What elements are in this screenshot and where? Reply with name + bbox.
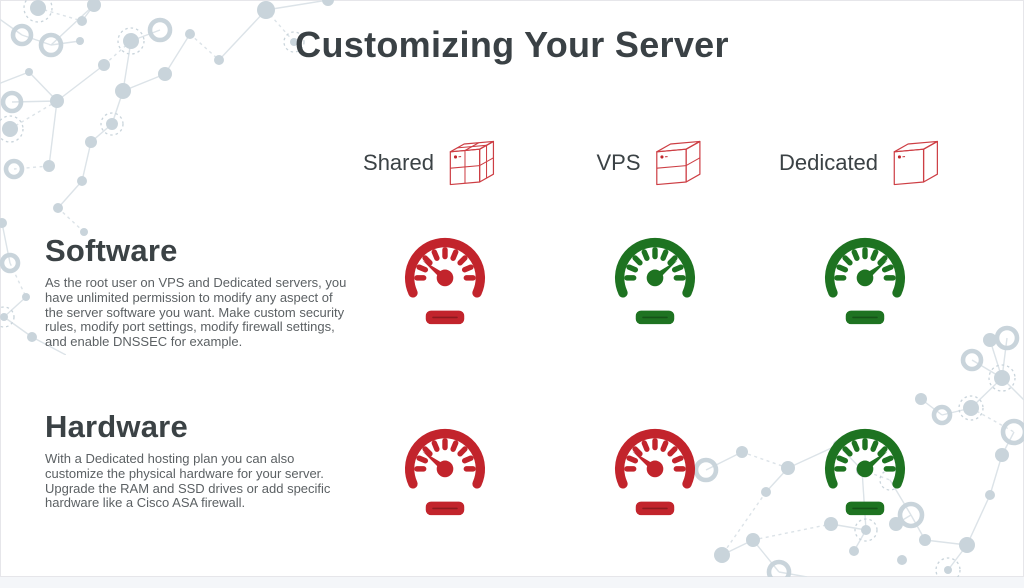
column-label-shared: Shared bbox=[363, 150, 434, 175]
software-shared-speedometer-icon bbox=[393, 229, 497, 333]
hardware-dedicated-speedometer-icon bbox=[813, 420, 917, 524]
column-header-shared: Shared bbox=[363, 133, 497, 193]
hardware-vps-speedometer-icon bbox=[603, 420, 707, 524]
software-dedicated-speedometer-icon bbox=[813, 229, 917, 333]
software-section: Software As the root user on VPS and Ded… bbox=[45, 233, 361, 350]
hardware-heading: Hardware bbox=[45, 409, 188, 444]
column-label-dedicated: Dedicated bbox=[778, 150, 879, 175]
hardware-description: With a Dedicated hosting plan you can al… bbox=[45, 451, 331, 511]
shared-cube-icon bbox=[445, 138, 497, 188]
hardware-section: Hardware With a Dedicated hosting plan y… bbox=[45, 409, 361, 511]
column-header-vps: VPS bbox=[596, 133, 703, 193]
column-label-vps: VPS bbox=[596, 150, 641, 175]
software-vps-speedometer-icon bbox=[603, 229, 707, 333]
page-title: Customizing Your Server bbox=[295, 24, 729, 65]
dedicated-cube-icon bbox=[889, 138, 941, 188]
hardware-shared-speedometer-icon bbox=[393, 420, 497, 524]
column-header-dedicated: Dedicated bbox=[779, 133, 941, 193]
footer-strip bbox=[0, 577, 1024, 588]
software-description: As the root user on VPS and Dedicated se… bbox=[45, 275, 347, 350]
vps-cube-icon bbox=[652, 138, 704, 188]
software-heading: Software bbox=[45, 233, 178, 268]
